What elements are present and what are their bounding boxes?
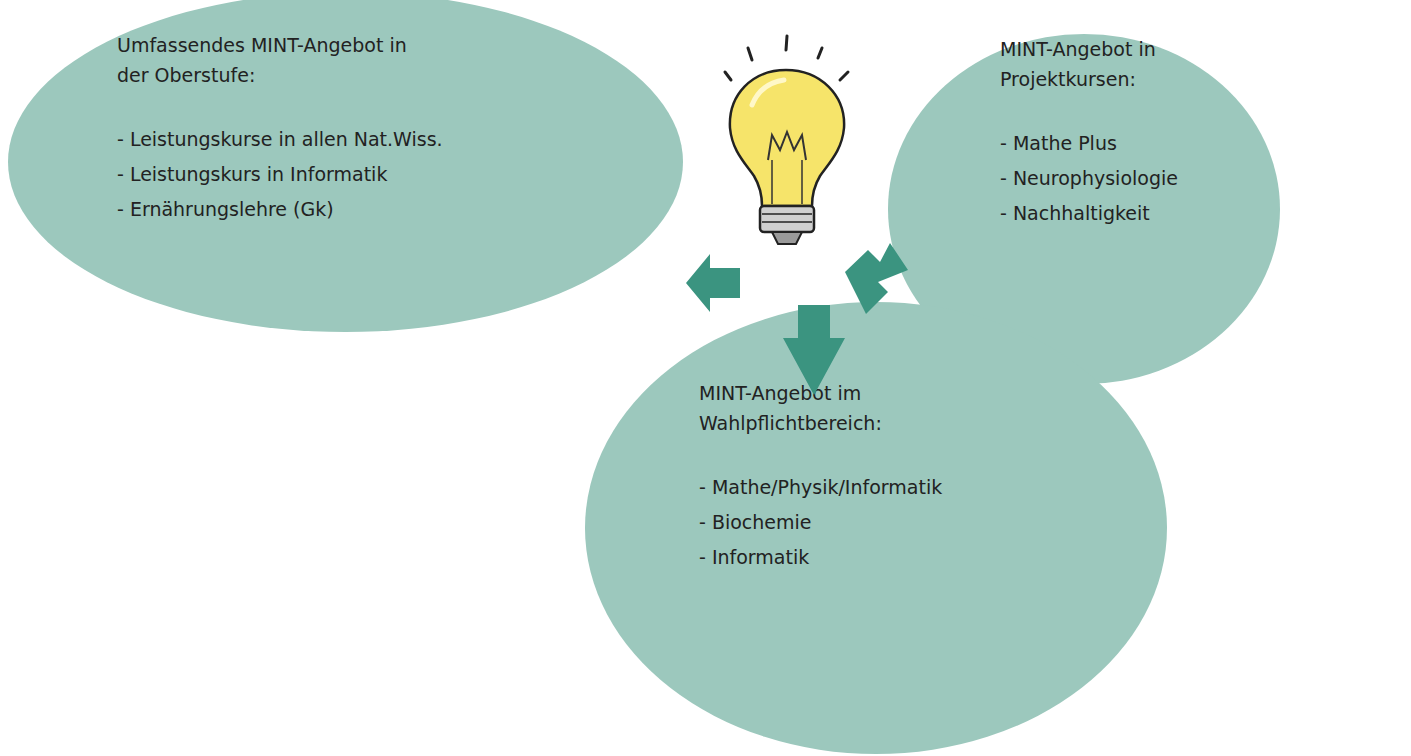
list-item: - Biochemie xyxy=(699,505,942,540)
list-item: - Leistungskurs in Informatik xyxy=(117,157,443,192)
pointer-arrows xyxy=(686,243,908,395)
list-item: - Mathe/Physik/Informatik xyxy=(699,470,942,505)
list-item: - Nachhaltigkeit xyxy=(1000,196,1200,231)
text-group: MINT-Angebot in Projektkursen: - Mathe Pl… xyxy=(1000,34,1200,231)
list-item: - Ernährungslehre (Gk) xyxy=(117,192,443,227)
text-group: MINT-Angebot im Wahlpflichtbereich:- Mat… xyxy=(699,378,942,575)
topic-ellipse: MINT-Angebot im Wahlpflichtbereich:- Mat… xyxy=(585,302,1167,754)
list-item: - Informatik xyxy=(699,540,942,575)
topic-ellipse: Umfassendes MINT-Angebot in der Oberstuf… xyxy=(8,0,683,332)
list-item: - Neurophysiologie xyxy=(1000,161,1200,196)
bulb xyxy=(730,70,844,244)
topic-heading: MINT-Angebot in Projektkursen: xyxy=(1000,34,1200,94)
topic-heading: Umfassendes MINT-Angebot in der Oberstuf… xyxy=(117,30,417,90)
list-item: - Mathe Plus xyxy=(1000,126,1200,161)
list-item: - Leistungskurse in allen Nat.Wiss. xyxy=(117,122,443,157)
text-group: Umfassendes MINT-Angebot in der Oberstuf… xyxy=(117,30,443,227)
